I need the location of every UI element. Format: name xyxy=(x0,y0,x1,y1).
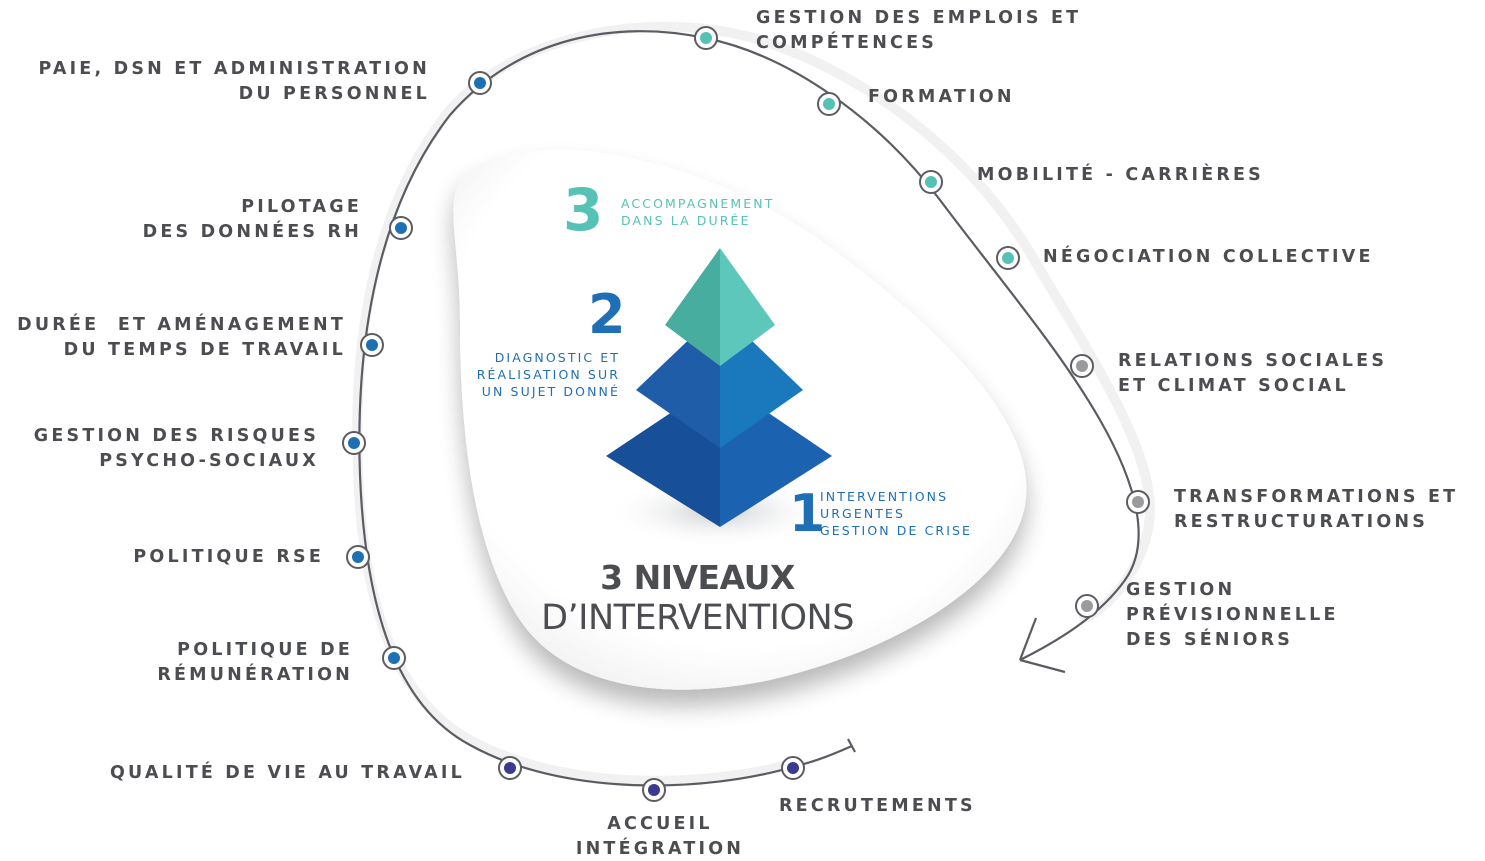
loop-tail xyxy=(799,744,853,767)
marker-relations-sociales xyxy=(1070,354,1094,378)
topic-markers xyxy=(342,26,1150,802)
pyramid-level-3 xyxy=(665,248,775,366)
level2-text: DIAGNOSTIC ET RÉALISATION SUR UN SUJET D… xyxy=(476,350,620,399)
level1-number: 1 xyxy=(789,484,826,544)
diagram-subtitle: D’INTERVENTIONS xyxy=(541,598,854,638)
diagram-title: 3 NIVEAUX xyxy=(600,558,795,597)
marker-formation xyxy=(817,92,841,116)
marker-duree-temps xyxy=(360,333,384,357)
loop-path xyxy=(358,30,1140,787)
marker-risques-psycho xyxy=(342,431,366,455)
topic-label-qualite-vie: QUALITÉ DE VIE AU TRAVAIL xyxy=(109,763,465,783)
topic-label-relations-sociales: RELATIONS SOCIALES ET CLIMAT SOCIAL xyxy=(1118,351,1388,396)
topic-label-pilotage: PILOTAGE DES DONNÉES RH xyxy=(142,197,362,242)
topic-label-remuneration: POLITIQUE DE RÉMUNÉRATION xyxy=(157,640,353,685)
topic-label-accueil: ACCUEIL INTÉGRATION xyxy=(575,814,745,859)
marker-paie xyxy=(468,71,492,95)
topic-label-recrutements: RECRUTEMENTS xyxy=(779,796,976,816)
topic-label-gestion-emplois: GESTION DES EMPLOIS ET COMPÉTENCES xyxy=(756,8,1082,53)
topic-label-duree-temps: DURÉE ET AMÉNAGEMENT DU TEMPS DE TRAVAIL xyxy=(17,315,346,360)
level3-text: ACCOMPAGNEMENT DANS LA DURÉE xyxy=(621,196,775,228)
loop-tail-cap xyxy=(847,738,856,753)
marker-accueil xyxy=(642,778,666,802)
marker-qualite-vie xyxy=(498,756,522,780)
marker-pilotage xyxy=(389,216,413,240)
topic-label-mobilite: MOBILITÉ - CARRIÈRES xyxy=(977,165,1264,185)
loop-arrow-icon xyxy=(1018,617,1066,674)
topic-label-paie: PAIE, DSN ET ADMINISTRATION DU PERSONNEL xyxy=(38,59,430,104)
marker-gestion-seniors xyxy=(1075,594,1099,618)
level1-text: INTERVENTIONS URGENTES GESTION DE CRISE xyxy=(820,489,973,538)
marker-recrutements xyxy=(781,756,805,780)
marker-negociation xyxy=(996,246,1020,270)
marker-transformations xyxy=(1126,490,1150,514)
topic-label-transformations: TRANSFORMATIONS ET RESTRUCTURATIONS xyxy=(1174,487,1459,532)
topic-label-formation: FORMATION xyxy=(868,87,1015,107)
topic-label-negociation: NÉGOCIATION COLLECTIVE xyxy=(1043,247,1374,267)
topic-label-risques-psycho: GESTION DES RISQUES PSYCHO-SOCIAUX xyxy=(33,426,319,471)
marker-mobilite xyxy=(919,170,943,194)
marker-rse xyxy=(346,545,370,569)
level3-number: 3 xyxy=(563,176,604,244)
level2-number: 2 xyxy=(588,283,626,346)
marker-gestion-emplois xyxy=(694,26,718,50)
marker-remuneration xyxy=(382,646,406,670)
topic-label-rse: POLITIQUE RSE xyxy=(133,547,324,567)
topic-label-gestion-seniors: GESTION PRÉVISIONNELLE DES SÉNIORS xyxy=(1126,580,1339,650)
